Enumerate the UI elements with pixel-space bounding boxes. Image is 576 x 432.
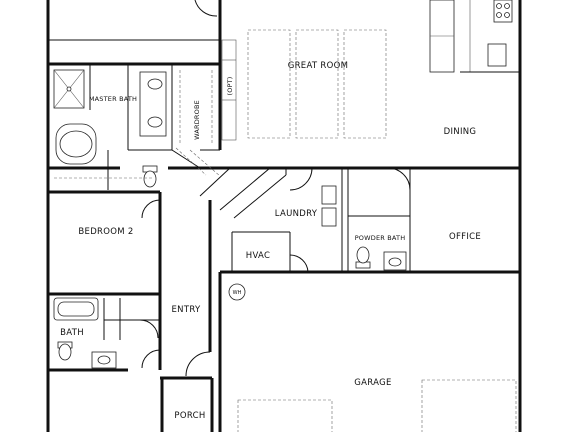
master-vanity bbox=[139, 71, 167, 137]
label-hvac: HVAC bbox=[246, 251, 270, 261]
washer-dryer bbox=[321, 185, 337, 227]
label-opt: (OPT) bbox=[226, 76, 234, 95]
label-dining: DINING bbox=[444, 127, 477, 137]
shower bbox=[53, 69, 85, 109]
wardrobe-shelves bbox=[175, 70, 221, 177]
opt-cabinets bbox=[221, 39, 237, 141]
garage-cars bbox=[237, 379, 517, 432]
door-swing-top bbox=[194, 0, 218, 17]
label-office: OFFICE bbox=[449, 232, 481, 242]
bedroom2-closet bbox=[54, 177, 161, 219]
bath-fixtures bbox=[53, 297, 161, 369]
powder-fixtures bbox=[355, 246, 407, 271]
master-toilet bbox=[142, 165, 158, 188]
label-wardrobe: WARDROBE bbox=[193, 100, 201, 140]
label-bath: BATH bbox=[60, 328, 84, 338]
label-powder-bath: POWDER BATH bbox=[355, 234, 406, 242]
label-porch: PORCH bbox=[174, 411, 205, 421]
label-garage: GARAGE bbox=[354, 378, 391, 388]
label-water-heater: WH bbox=[233, 290, 242, 296]
entry-door bbox=[185, 351, 211, 377]
label-great-room: GREAT ROOM bbox=[288, 61, 349, 71]
label-laundry: LAUNDRY bbox=[275, 209, 318, 219]
label-bedroom-2: BEDROOM 2 bbox=[78, 227, 133, 237]
label-master-bath: MASTER BATH bbox=[89, 95, 137, 103]
label-entry: ENTRY bbox=[172, 305, 201, 315]
freestanding-tub bbox=[55, 123, 97, 165]
kitchen bbox=[429, 0, 520, 73]
laundry-core-walls bbox=[199, 167, 411, 273]
water-heater bbox=[228, 283, 246, 301]
great-room-beams bbox=[247, 29, 387, 139]
